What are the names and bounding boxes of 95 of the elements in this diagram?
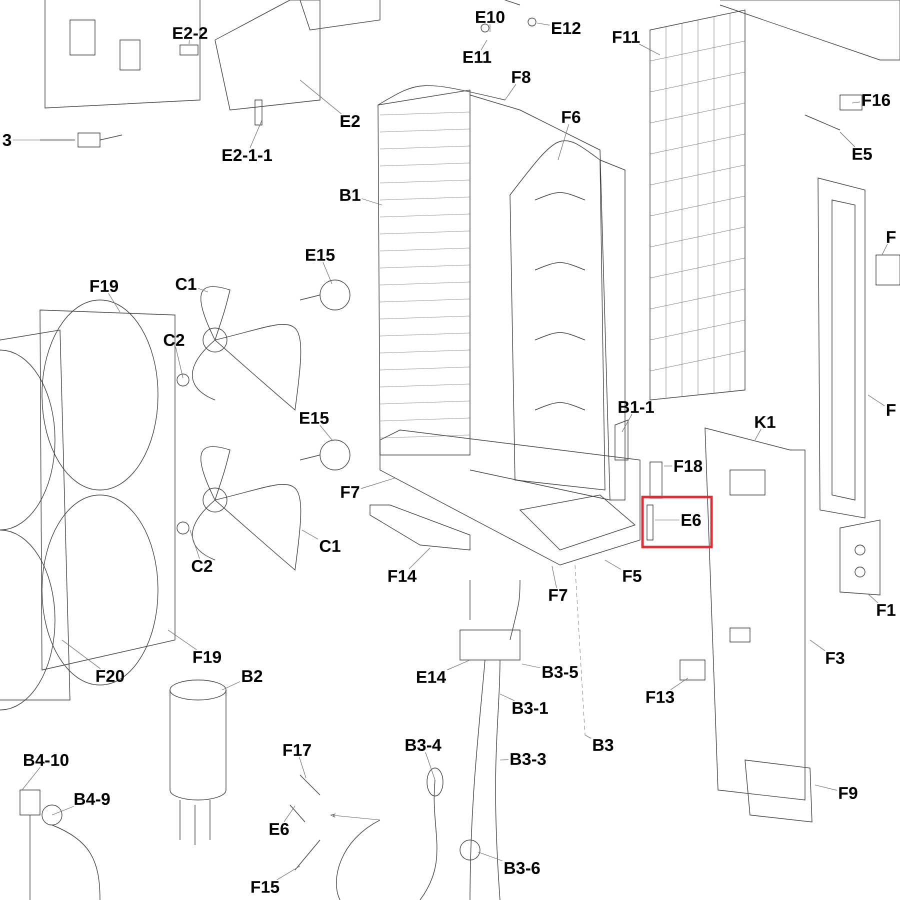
callout-number: F3	[826, 652, 844, 664]
callout-number: F13	[646, 690, 674, 704]
leader-line	[810, 640, 826, 652]
leader-line	[425, 752, 436, 780]
callout-number: B3-6	[504, 862, 540, 874]
leader-line	[868, 394, 885, 406]
leader-line	[882, 244, 888, 256]
leader-line	[622, 414, 632, 432]
leader-line	[190, 530, 200, 560]
callout-number: B3	[593, 738, 614, 752]
leader-line	[558, 124, 570, 160]
callout-number: B3-4	[406, 738, 442, 752]
leader-line	[62, 640, 101, 670]
callout-number: F9	[839, 787, 858, 800]
callout-number: E15	[306, 249, 335, 261]
leader-line	[108, 292, 120, 312]
callout-number: E2	[340, 115, 360, 127]
leader-line	[322, 262, 332, 284]
leader-line	[22, 766, 41, 790]
callout-number: E2-1-1	[222, 149, 272, 161]
callout-number: B4-10	[24, 754, 68, 766]
leader-line	[446, 660, 470, 670]
callout-number: F19	[90, 280, 118, 292]
leader-line	[222, 681, 240, 690]
callout-number: F16	[862, 94, 890, 106]
callout-number: E2-2	[173, 27, 208, 39]
callout-number: B3-5	[542, 666, 578, 678]
callout-number: F7	[341, 486, 360, 498]
leader-line	[168, 630, 197, 650]
leader-line	[408, 548, 430, 570]
callout-number: 3	[2, 134, 12, 146]
callout-number: F	[886, 404, 896, 416]
callout-number: E10	[476, 10, 504, 24]
callout-number: K1	[755, 416, 776, 428]
leader-line	[500, 759, 509, 760]
callout-number: F11	[612, 31, 640, 43]
leader-line	[52, 806, 74, 816]
highlight-box	[641, 496, 713, 548]
callout-number: F14	[388, 570, 417, 582]
leader-line	[604, 560, 622, 570]
leader-line	[302, 530, 318, 540]
leader-line	[639, 44, 660, 56]
callout-number: F15	[252, 881, 280, 893]
leader-line	[552, 566, 557, 588]
leader-line	[522, 664, 541, 668]
callout-number: C2	[192, 560, 212, 572]
callout-number: F1	[877, 604, 896, 616]
leader-line	[250, 120, 262, 148]
leader-line	[284, 806, 296, 822]
callout-number: B3-1	[512, 702, 548, 714]
callout-number: F18	[674, 460, 702, 472]
leader-line	[754, 428, 762, 440]
leader-line	[188, 40, 190, 44]
leader-line	[868, 594, 878, 604]
callout-number: F6	[562, 110, 580, 124]
callout-number: C1	[176, 278, 196, 290]
callout-number: B1-1	[618, 401, 654, 413]
leader-line	[298, 756, 306, 778]
callout-number: F20	[96, 670, 124, 682]
leader-line	[175, 346, 184, 378]
callout-number: F19	[194, 651, 222, 664]
callout-number: F7	[549, 589, 568, 601]
callout-number: E14	[417, 671, 446, 683]
leader-line	[360, 478, 396, 489]
leader-line	[500, 694, 515, 702]
leader-line	[198, 288, 208, 292]
leader-line	[670, 678, 688, 690]
callout-number: E11	[464, 51, 492, 63]
leader-line	[840, 132, 856, 148]
leader-line	[478, 852, 503, 862]
callout-number: F17	[284, 744, 311, 756]
callout-number: F	[886, 231, 896, 243]
callout-number: E5	[852, 148, 872, 160]
callout-number: F8	[512, 70, 530, 84]
callout-number: C2	[164, 334, 184, 346]
callout-number: B1	[340, 189, 360, 201]
leader-line	[852, 102, 860, 104]
callout-number: E15	[300, 412, 329, 424]
leader-line	[276, 866, 300, 880]
callout-number: B4-9	[74, 793, 110, 806]
leader-line	[814, 784, 838, 791]
leader-line	[300, 80, 342, 114]
callout-number: F5	[623, 570, 642, 582]
leader-line	[320, 424, 334, 442]
callout-number: E6	[682, 514, 701, 526]
callout-number: B3-3	[510, 752, 546, 766]
callout-number: C1	[320, 540, 340, 552]
leader-line	[536, 22, 550, 26]
callout-number: E12	[552, 22, 580, 34]
leader-line	[362, 198, 382, 206]
callout-number: E6	[270, 823, 289, 836]
leader-line	[584, 734, 592, 739]
leader-line	[480, 40, 488, 50]
callout-number: B2	[242, 670, 262, 682]
leader-line	[504, 84, 516, 100]
